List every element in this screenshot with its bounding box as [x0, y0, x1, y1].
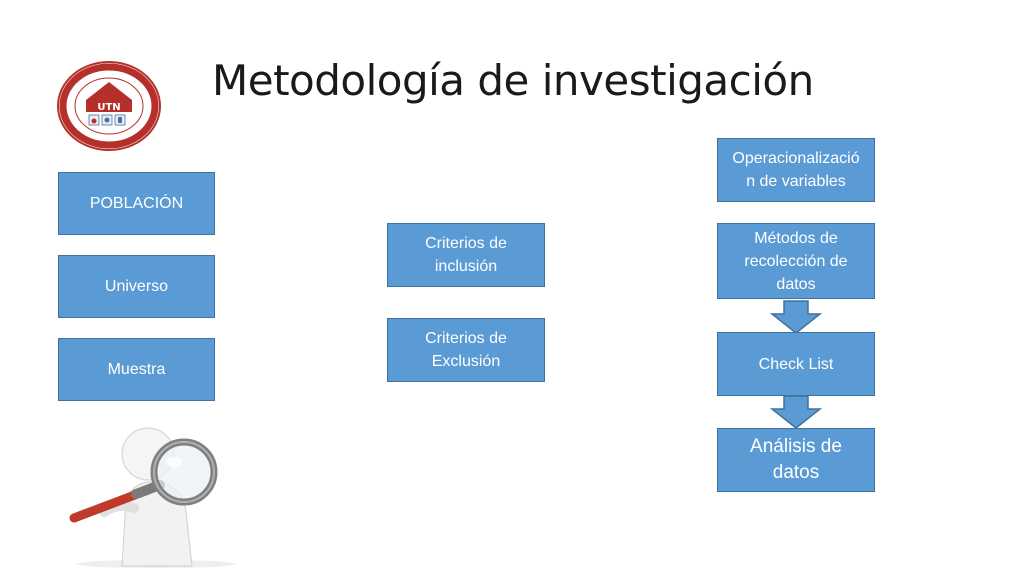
- metodos-recoleccion-box: Métodos de recolección de datos: [717, 223, 875, 299]
- criterios-exclusion-line-1: Criterios de: [425, 330, 507, 347]
- check-list-label: Check List: [758, 355, 834, 373]
- arrow-down-icon: [770, 395, 822, 429]
- university-seal-icon: UTN: [57, 61, 161, 151]
- svg-text:UTN: UTN: [97, 102, 120, 113]
- operacionalizacion-box: Operacionalizació n de variables: [717, 138, 875, 202]
- poblacion-box: POBLACIÓN: [58, 172, 215, 235]
- criterios-inclusion-line-2: inclusión: [434, 258, 498, 275]
- analisis-line-1: Análisis de: [750, 436, 842, 457]
- operacionalizacion-line-1: Operacionalizació: [732, 150, 860, 167]
- muestra-label: Muestra: [107, 361, 166, 378]
- operacionalizacion-line-2: n de variables: [746, 173, 846, 190]
- universo-box: Universo: [58, 255, 215, 318]
- criterios-exclusion-box: Criterios de Exclusión: [387, 318, 545, 382]
- poblacion-label: POBLACIÓN: [89, 195, 184, 212]
- analisis-line-2: datos: [772, 462, 820, 483]
- muestra-box: Muestra: [58, 338, 215, 401]
- analisis-datos-box: Análisis de datos: [717, 428, 875, 492]
- metodos-line-3: datos: [776, 275, 816, 293]
- arrow-down-icon: [770, 300, 822, 334]
- universo-label: Universo: [104, 278, 169, 295]
- criterios-inclusion-line-1: Criterios de: [425, 235, 507, 252]
- criterios-inclusion-box: Criterios de inclusión: [387, 223, 545, 287]
- slide-title: Metodología de investigación: [212, 56, 814, 105]
- metodos-line-1: Métodos de: [754, 229, 838, 247]
- metodos-line-2: recolección de: [744, 252, 848, 270]
- check-list-box: Check List: [717, 332, 875, 396]
- criterios-exclusion-line-2: Exclusión: [431, 353, 501, 370]
- person-magnifying-glass-icon: [69, 427, 236, 568]
